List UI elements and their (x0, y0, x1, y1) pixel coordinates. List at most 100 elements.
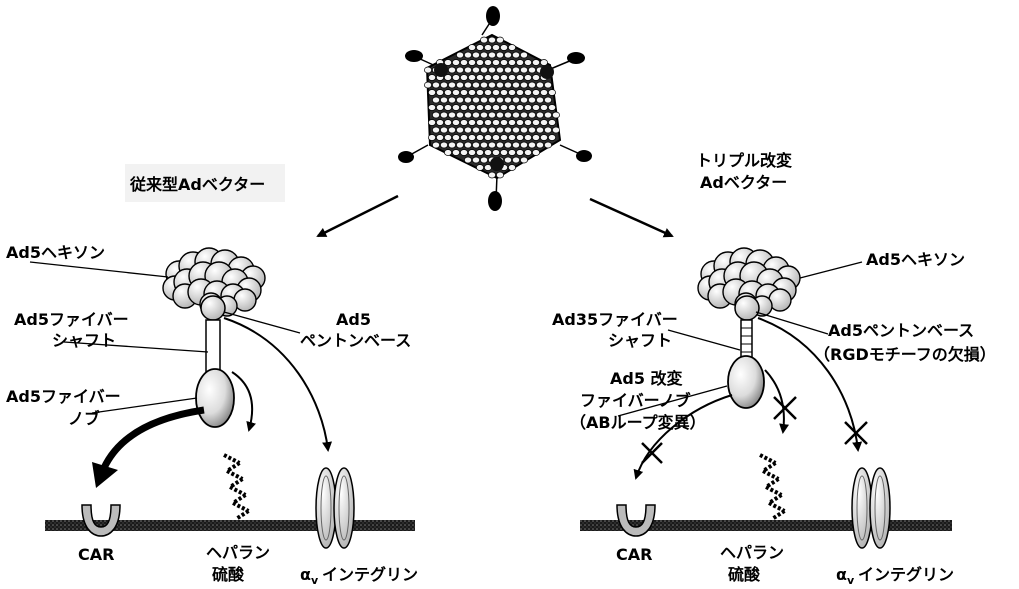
capsomer (456, 82, 463, 88)
capsomer (464, 157, 471, 163)
capsomer (480, 97, 487, 103)
capsomer (428, 120, 435, 126)
right-hexon-label: Ad5ヘキソン (866, 250, 965, 269)
capsomer (488, 52, 495, 58)
capsomer (464, 82, 471, 88)
capsomer (496, 142, 503, 148)
capsomer (544, 127, 551, 133)
capsomer (528, 127, 535, 133)
capsomer (512, 157, 519, 163)
panel-triple-modified: トリプル改変 Adベクター (552, 151, 996, 587)
right-title-2: Adベクター (700, 173, 787, 192)
capsomer (468, 45, 475, 51)
capsomer (544, 97, 551, 103)
fiber-shaft (206, 320, 220, 372)
capsomer (432, 97, 439, 103)
capsomer (432, 142, 439, 148)
capsomer (512, 112, 519, 118)
integrin-receptor (316, 468, 354, 548)
capsomer (504, 82, 511, 88)
capsomer (492, 45, 499, 51)
capsomer (548, 120, 555, 126)
capsomer (452, 120, 459, 126)
capsomer (452, 90, 459, 96)
capsomer (480, 37, 487, 43)
left-knob-label-2: ノブ (68, 409, 100, 428)
capsomer (544, 142, 551, 148)
capsomer (472, 82, 479, 88)
left-penton-label-2: ペントンベース (300, 331, 411, 350)
capsomer (460, 135, 467, 141)
capsomer (476, 90, 483, 96)
capsomer (532, 150, 539, 156)
capsomer (528, 112, 535, 118)
capsomer (528, 67, 535, 73)
capsomer (464, 52, 471, 58)
capsomer (544, 82, 551, 88)
capsomer (508, 150, 515, 156)
left-knob-label-1: Ad5ファイバー (6, 387, 121, 406)
capsomer (508, 120, 515, 126)
capsomer (476, 60, 483, 66)
capsomer (508, 135, 515, 141)
left-shaft-label-1: Ad5ファイバー (14, 310, 129, 329)
capsomer (464, 67, 471, 73)
capsomer (528, 82, 535, 88)
capsomer (432, 82, 439, 88)
capsomer (484, 75, 491, 81)
capsomer (488, 37, 495, 43)
capsomer (496, 82, 503, 88)
capsomer (428, 75, 435, 81)
capsomer (500, 90, 507, 96)
right-title-1: トリプル改変 (696, 151, 792, 170)
capsomer (532, 60, 539, 66)
left-heparan-label-2: 硫酸 (212, 565, 245, 584)
capsomer (492, 120, 499, 126)
integrin-receptor (852, 468, 890, 548)
arrow-shaft-to-heparan (765, 370, 784, 432)
capsomer (436, 120, 443, 126)
capsomer (552, 127, 559, 133)
right-integrin-label: インテグリン (858, 565, 954, 584)
capsomer (500, 75, 507, 81)
capsomer (520, 127, 527, 133)
capsomer (488, 172, 495, 178)
capsomer (508, 45, 515, 51)
capsomer (440, 97, 447, 103)
fiber-knob (196, 369, 234, 427)
left-shaft-label-2: シャフト (52, 331, 116, 350)
capsomer (536, 142, 543, 148)
capsomer (520, 142, 527, 148)
capsomer (520, 97, 527, 103)
capsomer (428, 135, 435, 141)
arrow-knob-to-car (104, 410, 204, 468)
capsomer (524, 60, 531, 66)
capsomer (532, 105, 539, 111)
capsomer (492, 135, 499, 141)
capsomer (516, 60, 523, 66)
capsomer (516, 150, 523, 156)
capsomer (508, 60, 515, 66)
capsomer (540, 105, 547, 111)
capsomer (524, 135, 531, 141)
right-penton-label-1: Ad5ペントンベース (828, 321, 974, 340)
capsomer (532, 135, 539, 141)
capsomer (484, 120, 491, 126)
capsomer (476, 150, 483, 156)
capsomer (428, 90, 435, 96)
capsomer (488, 97, 495, 103)
capsomer (524, 75, 531, 81)
capsomer (516, 75, 523, 81)
capsomer (464, 112, 471, 118)
capsomer (468, 120, 475, 126)
capsomer (448, 82, 455, 88)
capsomer (440, 82, 447, 88)
capsomer (452, 150, 459, 156)
capsomer (460, 150, 467, 156)
capsomer (532, 75, 539, 81)
capsomer (428, 105, 435, 111)
capsomer (488, 112, 495, 118)
left-integrin-alpha: αv (300, 565, 319, 587)
capsomer (524, 90, 531, 96)
